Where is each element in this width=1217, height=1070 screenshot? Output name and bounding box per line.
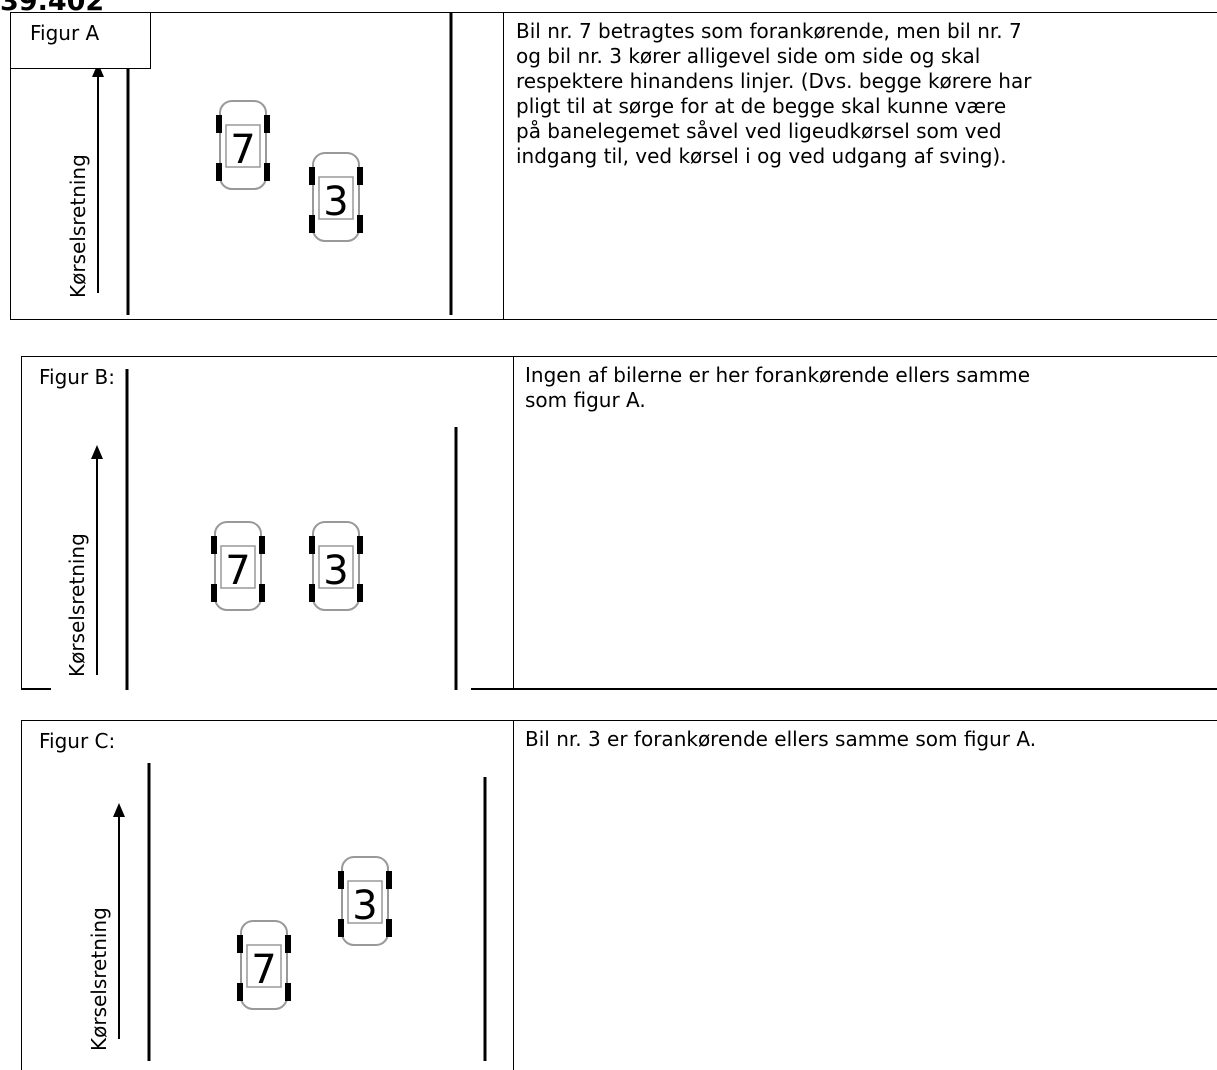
direction-arrowhead-icon (91, 445, 103, 459)
car-3: 3 (338, 856, 392, 946)
figure-c-label: Figur C: (39, 729, 116, 753)
direction-label: Kørselsretning (87, 907, 111, 1051)
car-number: 7 (230, 127, 255, 173)
figure-a-label: Figur A (10, 12, 151, 69)
description-line: som figur A. (525, 388, 646, 412)
figure-b-row: Kørselsretning 7 3 Figur B: Ingen af bil… (21, 356, 1217, 690)
figure-b-description: Ingen af bilerne er her forankørende ell… (525, 363, 1030, 413)
description-line: og bil nr. 3 kører alligevel side om sid… (516, 44, 981, 68)
description-line: på banelegemet såvel ved ligeudkørsel so… (516, 119, 1002, 143)
direction-arrowhead-icon (113, 803, 125, 817)
figure-c-description: Bil nr. 3 er forankørende ellers samme s… (525, 727, 1036, 752)
figure-a-diagram: Kørselsretning 7 3 (66, 13, 453, 315)
figure-a-description: Bil nr. 7 betragtes som forankørende, me… (516, 19, 1031, 169)
car-7: 7 (216, 100, 270, 190)
car-number: 3 (352, 883, 377, 929)
direction-arrowhead-icon (92, 63, 104, 77)
bottom-border-left (21, 688, 51, 690)
figure-c-divider (513, 721, 514, 1070)
direction-label: Kørselsretning (65, 533, 89, 677)
figure-b-divider (513, 357, 514, 689)
bottom-border-mid (471, 688, 1217, 690)
figure-a-divider (503, 13, 504, 319)
description-line: respektere hinandens linjer. (Dvs. begge… (516, 69, 1032, 93)
car-3: 3 (309, 152, 363, 242)
car-3: 3 (309, 521, 363, 611)
car-number: 3 (323, 548, 348, 594)
car-number: 7 (225, 548, 250, 594)
figure-b-label: Figur B: (39, 365, 116, 389)
figure-b-diagram: Kørselsretning 7 3 (65, 369, 458, 690)
figure-c-diagram: Kørselsretning 3 7 (87, 763, 487, 1061)
car-7: 7 (211, 521, 265, 611)
description-line: Ingen af bilerne er her forankørende ell… (525, 363, 1031, 387)
car-number: 3 (323, 179, 348, 225)
description-line: indgang til, ved kørsel i og ved udgang … (516, 144, 1007, 168)
description-line: pligt til at sørge for at de begge skal … (516, 94, 1007, 118)
direction-label: Kørselsretning (66, 154, 90, 298)
description-line: Bil nr. 7 betragtes som forankørende, me… (516, 19, 1022, 43)
section-number: 39.402 (0, 0, 105, 17)
figure-c-row: Kørselsretning 3 7 Figur C: Bil nr. 3 er… (21, 720, 1217, 1070)
description-line: Bil nr. 3 er forankørende ellers samme s… (525, 727, 1037, 751)
figure-a-row: Kørselsretning 7 3 Figur A Bil nr. 7 bet… (10, 12, 1217, 320)
car-number: 7 (251, 947, 276, 993)
car-7: 7 (237, 920, 291, 1010)
